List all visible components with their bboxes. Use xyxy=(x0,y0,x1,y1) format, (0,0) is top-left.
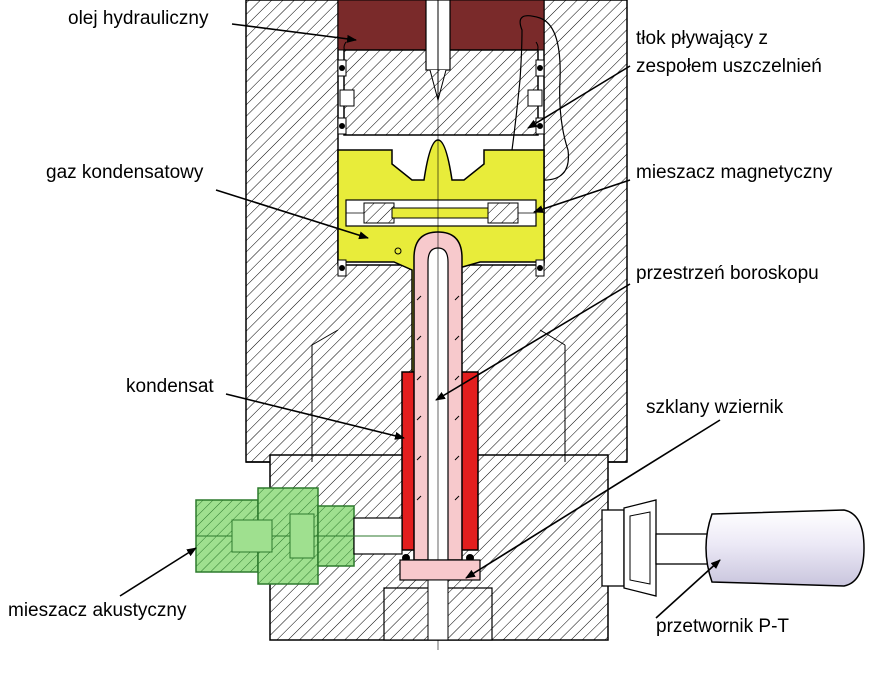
arrow-pt-transducer xyxy=(655,559,721,619)
floating-piston xyxy=(337,0,545,136)
label-magnetic-mixer: mieszacz magnetyczny xyxy=(636,162,833,183)
arrow-floating-piston xyxy=(527,65,631,129)
arrow-borescope-space xyxy=(435,283,631,401)
bottom-seals xyxy=(383,554,493,641)
piston-wire xyxy=(511,15,570,181)
label-floating-piston-2: zespołem uszczelnień xyxy=(636,56,822,77)
label-acoustic-mixer: mieszacz akustyczny xyxy=(8,600,187,621)
arrow-acoustic-mixer xyxy=(119,547,197,597)
label-hydraulic-oil: olej hydrauliczny xyxy=(68,8,209,29)
label-condensate: kondensat xyxy=(126,376,214,397)
arrow-condensate xyxy=(225,393,405,440)
label-sight-glass: szklany wziernik xyxy=(646,397,784,418)
label-borescope-space: przestrzeń boroskopu xyxy=(636,263,819,284)
pt-transducer xyxy=(601,499,865,597)
label-pt-transducer: przetwornik P-T xyxy=(656,616,789,637)
label-condensate-gas: gaz kondensatowy xyxy=(46,162,204,183)
arrow-condensate-gas xyxy=(215,189,369,240)
arrow-sight-glass xyxy=(465,419,721,579)
leader-lines xyxy=(119,23,721,619)
acoustic-mixer xyxy=(195,487,403,585)
arrow-magnetic-mixer xyxy=(533,179,631,213)
label-floating-piston-1: tłok pływający z xyxy=(636,28,768,49)
arrow-hydraulic-oil xyxy=(231,23,357,43)
magnetic-mixer xyxy=(363,202,519,224)
